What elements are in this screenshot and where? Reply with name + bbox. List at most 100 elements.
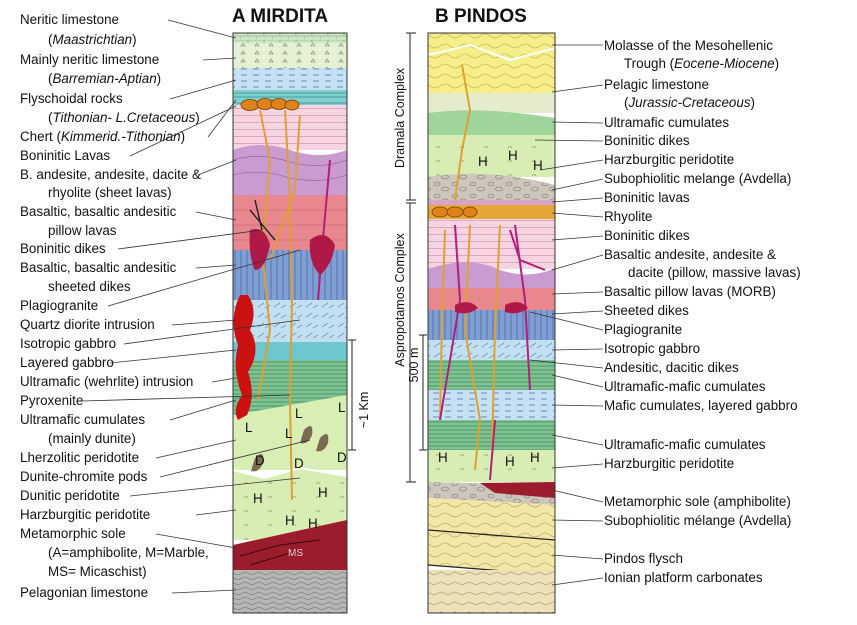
mirdita-leader-30	[171, 589, 237, 594]
mirdita-label-17: Isotropic gabbro	[20, 336, 116, 351]
pindos-leader-2	[551, 84, 604, 93]
pindos-label-25: Ionian platform carbonates	[604, 570, 763, 585]
mirdita-leader-24	[159, 439, 311, 478]
orange-dike-2	[284, 109, 294, 501]
chert-layer	[233, 105, 347, 150]
pindos-scale-label: 500 m	[407, 348, 421, 383]
mirdita-rock-letters: L L L L D D D H H H H MS	[245, 400, 347, 559]
pindos-flysch-layer	[428, 530, 555, 575]
red-wehrlite-intrusion	[233, 295, 256, 420]
pindos-leader-24	[551, 554, 604, 560]
pindos-leader-14	[551, 310, 604, 315]
mirdita-label-15: Plagiogranite	[20, 298, 98, 313]
pindos-leader-25	[551, 577, 604, 586]
mirdita-label-0: Neritic limestone	[20, 12, 119, 27]
mirdita-labels: Neritic limestone(Maastrichtian)Mainly n…	[20, 12, 209, 600]
pindos-label-9: Rhyolite	[604, 209, 652, 224]
pindos-leader-20	[551, 434, 604, 446]
mirdita-label-21: Ultramafic cumulates	[20, 412, 145, 427]
neritic-limestone-layer	[233, 33, 347, 43]
pindos-leader-8	[551, 197, 604, 203]
letter-H-b1: H	[478, 154, 488, 169]
mirdita-scale-label: ~1 Km	[357, 392, 371, 428]
pindos-leader-4	[551, 121, 604, 124]
pindos-leader-5	[534, 139, 604, 142]
boninitic-lavas-thin	[428, 200, 555, 205]
mirdita-leader-4	[169, 79, 237, 100]
mirdita-leader-13	[195, 264, 237, 269]
mirdita-leader-8	[197, 159, 237, 176]
sheeted-dikes-b	[428, 310, 555, 340]
pindos-label-8: Boninitic lavas	[604, 190, 690, 205]
pindos-label-22: Metamorphic sole (amphibolite)	[604, 494, 791, 509]
leader-lines	[81, 19, 604, 594]
mirdita-leader-2	[202, 57, 237, 61]
pindos-label-20: Ultramafic-mafic cumulates	[604, 437, 766, 452]
mirdita-label-30: Pelagonian limestone	[20, 585, 148, 600]
pindos-label-16: Isotropic gabbro	[604, 341, 700, 356]
letter-H-1: H	[253, 491, 263, 506]
harzburgite-layer	[233, 468, 347, 540]
mirdita-label-2: Mainly neritic limestone	[20, 52, 159, 67]
letter-H-2: H	[318, 485, 328, 500]
mirdita-label-13: Basaltic, basaltic andesitic	[20, 260, 177, 275]
subophiolitic-melange-b	[428, 498, 555, 540]
pindos-leader-19	[551, 404, 604, 407]
mirdita-label-19: Ultramafic (wehrlite) intrusion	[20, 374, 193, 389]
ultramafic-cumulates-top	[428, 110, 555, 135]
dunite-pod-3	[251, 454, 264, 472]
mafic-cumulates-b	[428, 390, 555, 420]
pindos-label-23: Subophiolitic mélange (Avdella)	[604, 513, 791, 528]
orange-dike-b4	[491, 224, 501, 451]
pindos-label-21: Harzburgitic peridotite	[604, 456, 734, 471]
mirdita-leader-15	[107, 249, 301, 307]
mirdita-label-5: (Tithonian- L.Cretaceous)	[48, 110, 200, 125]
flyschoidal-layer	[233, 68, 347, 90]
black-dikes	[249, 199, 276, 241]
mirdita-label-27: Metamorphic sole	[20, 526, 126, 541]
mirdita-label-11: pillow lavas	[48, 223, 117, 238]
letter-H-b3: H	[533, 158, 543, 173]
mirdita-leader-16	[171, 319, 237, 326]
pindos-label-17: Andesitic, dacitic dikes	[604, 360, 739, 375]
pindos-leader-17	[529, 359, 604, 369]
letter-L-2: L	[295, 406, 302, 421]
pindos-label-18: Ultramafic-mafic cumulates	[604, 379, 766, 394]
mirdita-leader-10	[195, 211, 237, 221]
orange-dike-3	[269, 114, 301, 261]
letter-H-b6: H	[530, 450, 540, 465]
pindos-label-6: Harzburgitic peridotite	[604, 152, 734, 167]
plagiogranite-blob-2	[309, 235, 335, 275]
mirdita-label-8: B. andesite, andesite, dacite &	[20, 167, 201, 182]
pindos-label-1: Trough (Eocene-Miocene)	[624, 56, 779, 71]
mirdita-label-18: Layered gabbro	[20, 355, 114, 370]
orange-dike-b1	[454, 64, 472, 201]
mirdita-leader-25	[129, 477, 301, 497]
mirdita-leader-17	[123, 319, 301, 345]
pindos-leader-21	[551, 463, 604, 469]
letter-H-b5: H	[505, 454, 515, 469]
molasse-layer	[428, 33, 555, 93]
pindos-label-15: Plagiogranite	[604, 322, 682, 337]
pindos-label-2: Pelagic limestone	[604, 77, 709, 92]
dunite-pod-1	[300, 426, 313, 444]
dunite-pod-2	[316, 434, 329, 452]
mirdita-leader-19	[211, 377, 237, 383]
neritic-limestone-2-layer	[233, 43, 347, 68]
harzburgite-top-layer	[428, 135, 555, 177]
pindos-leader-18	[551, 374, 604, 388]
mirdita-scale-bar: ~1 Km	[348, 339, 371, 451]
aspropotamos-complex-label: Aspropotamos Complex	[393, 233, 407, 367]
letter-H-b4: H	[438, 450, 448, 465]
pelagonian-limestone-layer	[233, 570, 347, 613]
pillow-lavas-morb	[428, 288, 555, 310]
mirdita-label-16: Quartz diorite intrusion	[20, 317, 155, 332]
pindos-label-5: Boninitic dikes	[604, 133, 690, 148]
pindos-leader-7	[551, 178, 604, 191]
mirdita-label-10: Basaltic, basaltic andesitic	[20, 204, 177, 219]
melange-top-layer	[428, 173, 555, 200]
mirdita-label-9: rhyolite (sheet lavas)	[48, 185, 172, 200]
mirdita-label-22: (mainly dunite)	[48, 431, 136, 446]
mirdita-label-14: sheeted dikes	[48, 279, 131, 294]
